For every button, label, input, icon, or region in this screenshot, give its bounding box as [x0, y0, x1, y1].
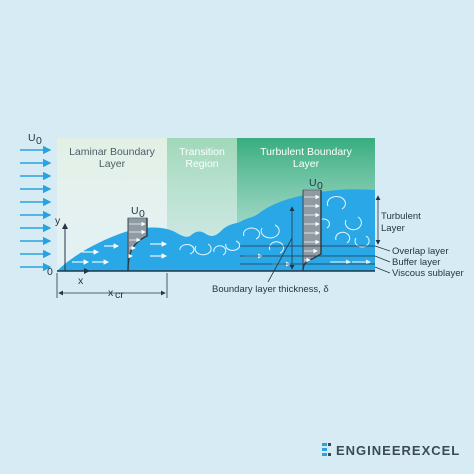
laminar-flow-arrows [72, 241, 168, 265]
xcr-subscript: cr [115, 289, 124, 301]
x-axis-label: x [78, 275, 84, 287]
buffer-layer-label: Buffer layer [392, 257, 440, 268]
layer-leaders [374, 245, 391, 274]
thickness-leader-line [267, 237, 293, 283]
layer-boundary-lines [240, 245, 375, 265]
transition-region-label: Transition [179, 146, 225, 158]
turbulent-profile-velocity-subscript: 0 [317, 180, 323, 192]
logo-text: ENGINEEREXCEL [336, 443, 460, 458]
laminar-velocity-profile [127, 217, 148, 272]
laminar-region-label: Laminar Boundary [69, 146, 156, 158]
laminar-region-label-2: Layer [99, 158, 126, 170]
turbulent-layer-label-2: Layer [381, 223, 405, 234]
turbulent-profile-velocity-label: U [309, 177, 317, 189]
y-axis-label: y [55, 215, 61, 227]
logo-mark-icon [322, 443, 331, 456]
freestream-arrows [20, 145, 52, 272]
turbulent-layer-label: Turbulent [381, 211, 421, 222]
viscous-sublayer-label: Viscous sublayer [392, 268, 464, 279]
xcr-label: x [108, 287, 114, 299]
freestream-velocity-label: U [28, 132, 36, 144]
thickness-label: Boundary layer thickness, δ [212, 284, 329, 295]
laminar-profile-velocity-subscript: 0 [139, 208, 145, 220]
overlap-layer-label: Overlap layer [392, 246, 449, 257]
turbulent-region-label: Turbulent Boundary [260, 146, 353, 158]
turbulent-velocity-profile [302, 189, 322, 272]
freestream-velocity-subscript: 0 [36, 135, 42, 147]
laminar-profile-velocity-label: U [131, 205, 139, 217]
engineerexcel-logo: ENGINEEREXCEL [322, 443, 460, 458]
transition-region-label-2: Region [185, 158, 218, 170]
turbulent-region-label-2: Layer [293, 158, 320, 170]
origin-label: 0 [47, 266, 53, 278]
boundary-layer-fluid [57, 189, 375, 271]
